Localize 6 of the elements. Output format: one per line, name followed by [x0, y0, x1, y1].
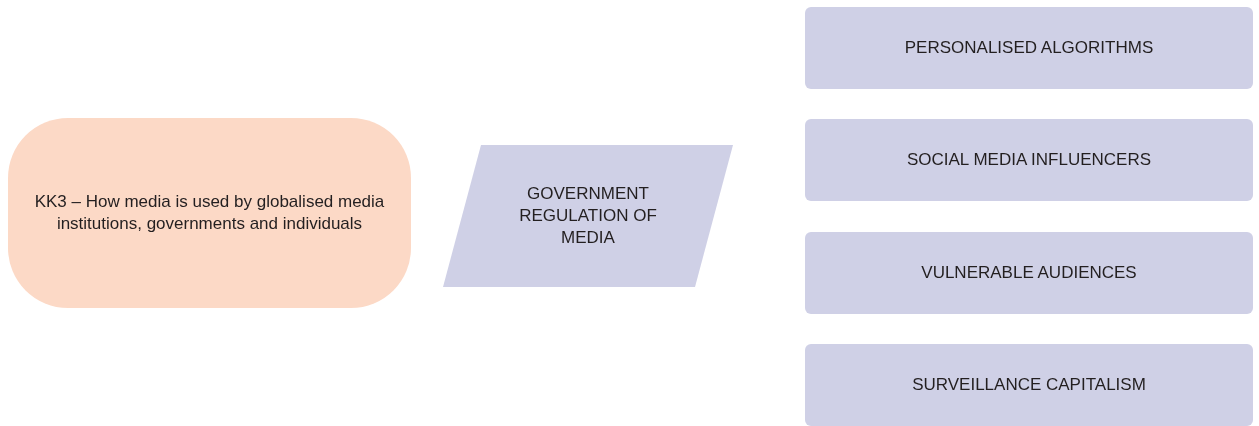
node-label: VULNERABLE AUDIENCES [921, 261, 1137, 284]
node-label: KK3 – How media is used by globalised media institutions, governments and individuals [33, 190, 386, 235]
node-label: SURVEILLANCE CAPITALISM [912, 373, 1146, 396]
node-label: SOCIAL MEDIA INFLUENCERS [906, 148, 1151, 171]
node-label: PERSONALISED ALGORITHMS [904, 36, 1154, 59]
node-label: GOVERNMENT REGULATION OF MEDIA [518, 182, 658, 250]
